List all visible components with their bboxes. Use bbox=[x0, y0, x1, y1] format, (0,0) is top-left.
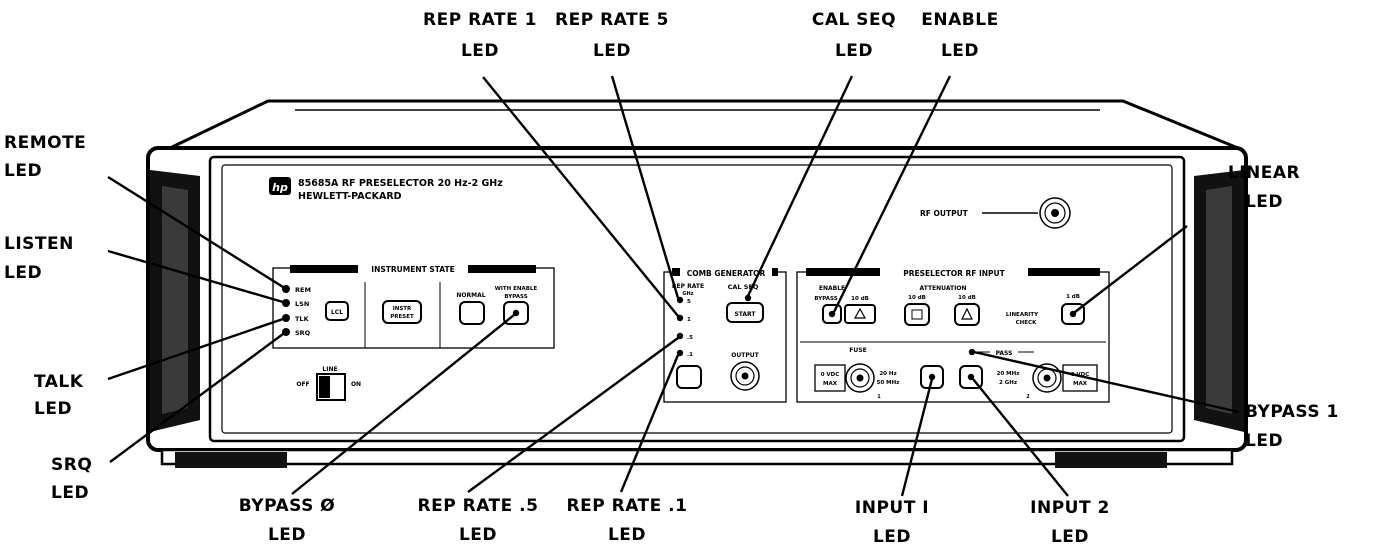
fuse-label: FUSE bbox=[849, 347, 866, 354]
rf-output-label: RF OUTPUT bbox=[920, 209, 969, 218]
bypass-label: BYPASS bbox=[814, 296, 837, 302]
rep-rate-01-callout-2: LED bbox=[608, 525, 646, 545]
rep-rate-label: REP RATE bbox=[672, 283, 704, 290]
att-down-button[interactable] bbox=[905, 304, 929, 325]
input1-callout-1: INPUT I bbox=[855, 498, 929, 518]
cabinet-top bbox=[170, 101, 1238, 148]
preset-label-2: PRESET bbox=[390, 314, 414, 320]
rep-rate-01-callout-1: REP RATE .1 bbox=[567, 496, 688, 516]
linear-callout-1: LINEAR bbox=[1228, 163, 1300, 183]
bypass0-callout-1: BYPASS Ø bbox=[239, 496, 336, 516]
left-foot bbox=[175, 452, 287, 468]
maker-line: HEWLETT-PACKARD bbox=[298, 191, 402, 202]
input1-number: 1 bbox=[877, 394, 881, 400]
line-on: ON bbox=[351, 381, 361, 388]
linear-callout-2: LED bbox=[1245, 192, 1283, 212]
rep-rate-1-callout-1: REP RATE 1 bbox=[423, 10, 537, 30]
input1-high: 50 MHz bbox=[877, 380, 900, 386]
bypass1-callout-1: BYPASS 1 bbox=[1245, 402, 1339, 422]
preselector-title: PRESELECTOR RF INPUT bbox=[903, 269, 1005, 278]
rate-5-label: 5 bbox=[687, 299, 691, 305]
rep-rate-unit: GHz bbox=[682, 291, 693, 297]
rate-1-label: 1 bbox=[687, 317, 691, 323]
line-off: OFF bbox=[296, 381, 309, 388]
att-up-button[interactable] bbox=[955, 304, 979, 325]
rep-rate-05-callout-1: REP RATE .5 bbox=[418, 496, 539, 516]
rate-01-label: .1 bbox=[687, 352, 693, 358]
line-title: LINE bbox=[322, 366, 337, 373]
attenuation-title: ATTENUATION bbox=[920, 285, 967, 292]
instrument-state-title: INSTRUMENT STATE bbox=[371, 265, 454, 274]
enable-callout-1: ENABLE bbox=[921, 10, 998, 30]
talk-callout-2: LED bbox=[34, 399, 72, 419]
att-label-2: 10 dB bbox=[958, 295, 976, 301]
srq-callout-2: LED bbox=[51, 483, 89, 503]
tlk-led-label: TLK bbox=[295, 315, 310, 323]
att-label-1: 10 dB bbox=[908, 295, 926, 301]
srq-callout-1: SRQ bbox=[51, 455, 92, 475]
input1-callout-2: LED bbox=[873, 527, 911, 547]
bypass-att-button[interactable] bbox=[845, 305, 875, 323]
lsn-led bbox=[282, 299, 290, 307]
input2-max: MAX bbox=[1073, 381, 1088, 387]
listen-callout-1: LISTEN bbox=[4, 234, 74, 254]
listen-callout-2: LED bbox=[4, 263, 42, 283]
input2-number: 2 bbox=[1026, 394, 1030, 400]
bypass1-callout-2: LED bbox=[1245, 431, 1283, 451]
enable-label: ENABLE bbox=[819, 285, 845, 292]
comb-generator-title: COMB GENERATOR bbox=[687, 269, 766, 278]
bypass-label-1: WITH ENABLE bbox=[495, 286, 538, 292]
linearity-label-1: LINEARITY bbox=[1006, 312, 1039, 318]
linear-value-label: 1 dB bbox=[1066, 294, 1080, 300]
cal-seq-callout-1: CAL SEQ bbox=[812, 10, 896, 30]
talk-callout-1: TALK bbox=[34, 372, 84, 392]
rep-rate-5-callout-2: LED bbox=[593, 41, 631, 61]
linearity-label-2: CHECK bbox=[1016, 320, 1037, 326]
enable-callout-2: LED bbox=[941, 41, 979, 61]
input1-low: 20 Hz bbox=[879, 371, 896, 377]
rep-rate-step-button[interactable] bbox=[677, 366, 701, 388]
lcl-label: LCL bbox=[331, 309, 343, 316]
rem-led-label: REM bbox=[295, 286, 311, 294]
cal-seq-callout-2: LED bbox=[835, 41, 873, 61]
remote-callout-1: REMOTE bbox=[4, 133, 86, 153]
normal-button[interactable] bbox=[460, 302, 484, 324]
normal-label: NORMAL bbox=[456, 292, 485, 299]
input1-vdc: 0 VDC bbox=[821, 372, 840, 378]
output-label: OUTPUT bbox=[731, 352, 759, 359]
bypass0-callout-2: LED bbox=[268, 525, 306, 545]
rep-rate-05-callout-2: LED bbox=[459, 525, 497, 545]
rep-rate-1-callout-2: LED bbox=[461, 41, 499, 61]
preset-label-1: INSTR bbox=[393, 306, 412, 312]
remote-callout-2: LED bbox=[4, 161, 42, 181]
input1-max: MAX bbox=[823, 381, 838, 387]
model-line: 85685A RF PRESELECTOR 20 Hz-2 GHz bbox=[298, 178, 503, 189]
srq-led-label: SRQ bbox=[295, 329, 311, 337]
bypass-label-2: BYPASS bbox=[504, 294, 527, 300]
input2-low: 20 MHz bbox=[997, 371, 1020, 377]
input2-high: 2 GHz bbox=[999, 380, 1017, 386]
start-label: START bbox=[734, 311, 756, 318]
att-label-0: 10 dB bbox=[851, 296, 869, 302]
input2-callout-1: INPUT 2 bbox=[1030, 498, 1110, 518]
pass-label: PASS bbox=[996, 350, 1013, 357]
hp-logo-text: hp bbox=[272, 181, 288, 194]
input2-callout-2: LED bbox=[1051, 527, 1089, 547]
tlk-led bbox=[282, 314, 290, 322]
rate-05-label: .5 bbox=[687, 335, 693, 341]
lsn-led-label: LSN bbox=[295, 300, 309, 308]
rep-rate-5-callout-1: REP RATE 5 bbox=[555, 10, 669, 30]
right-foot bbox=[1055, 452, 1167, 468]
